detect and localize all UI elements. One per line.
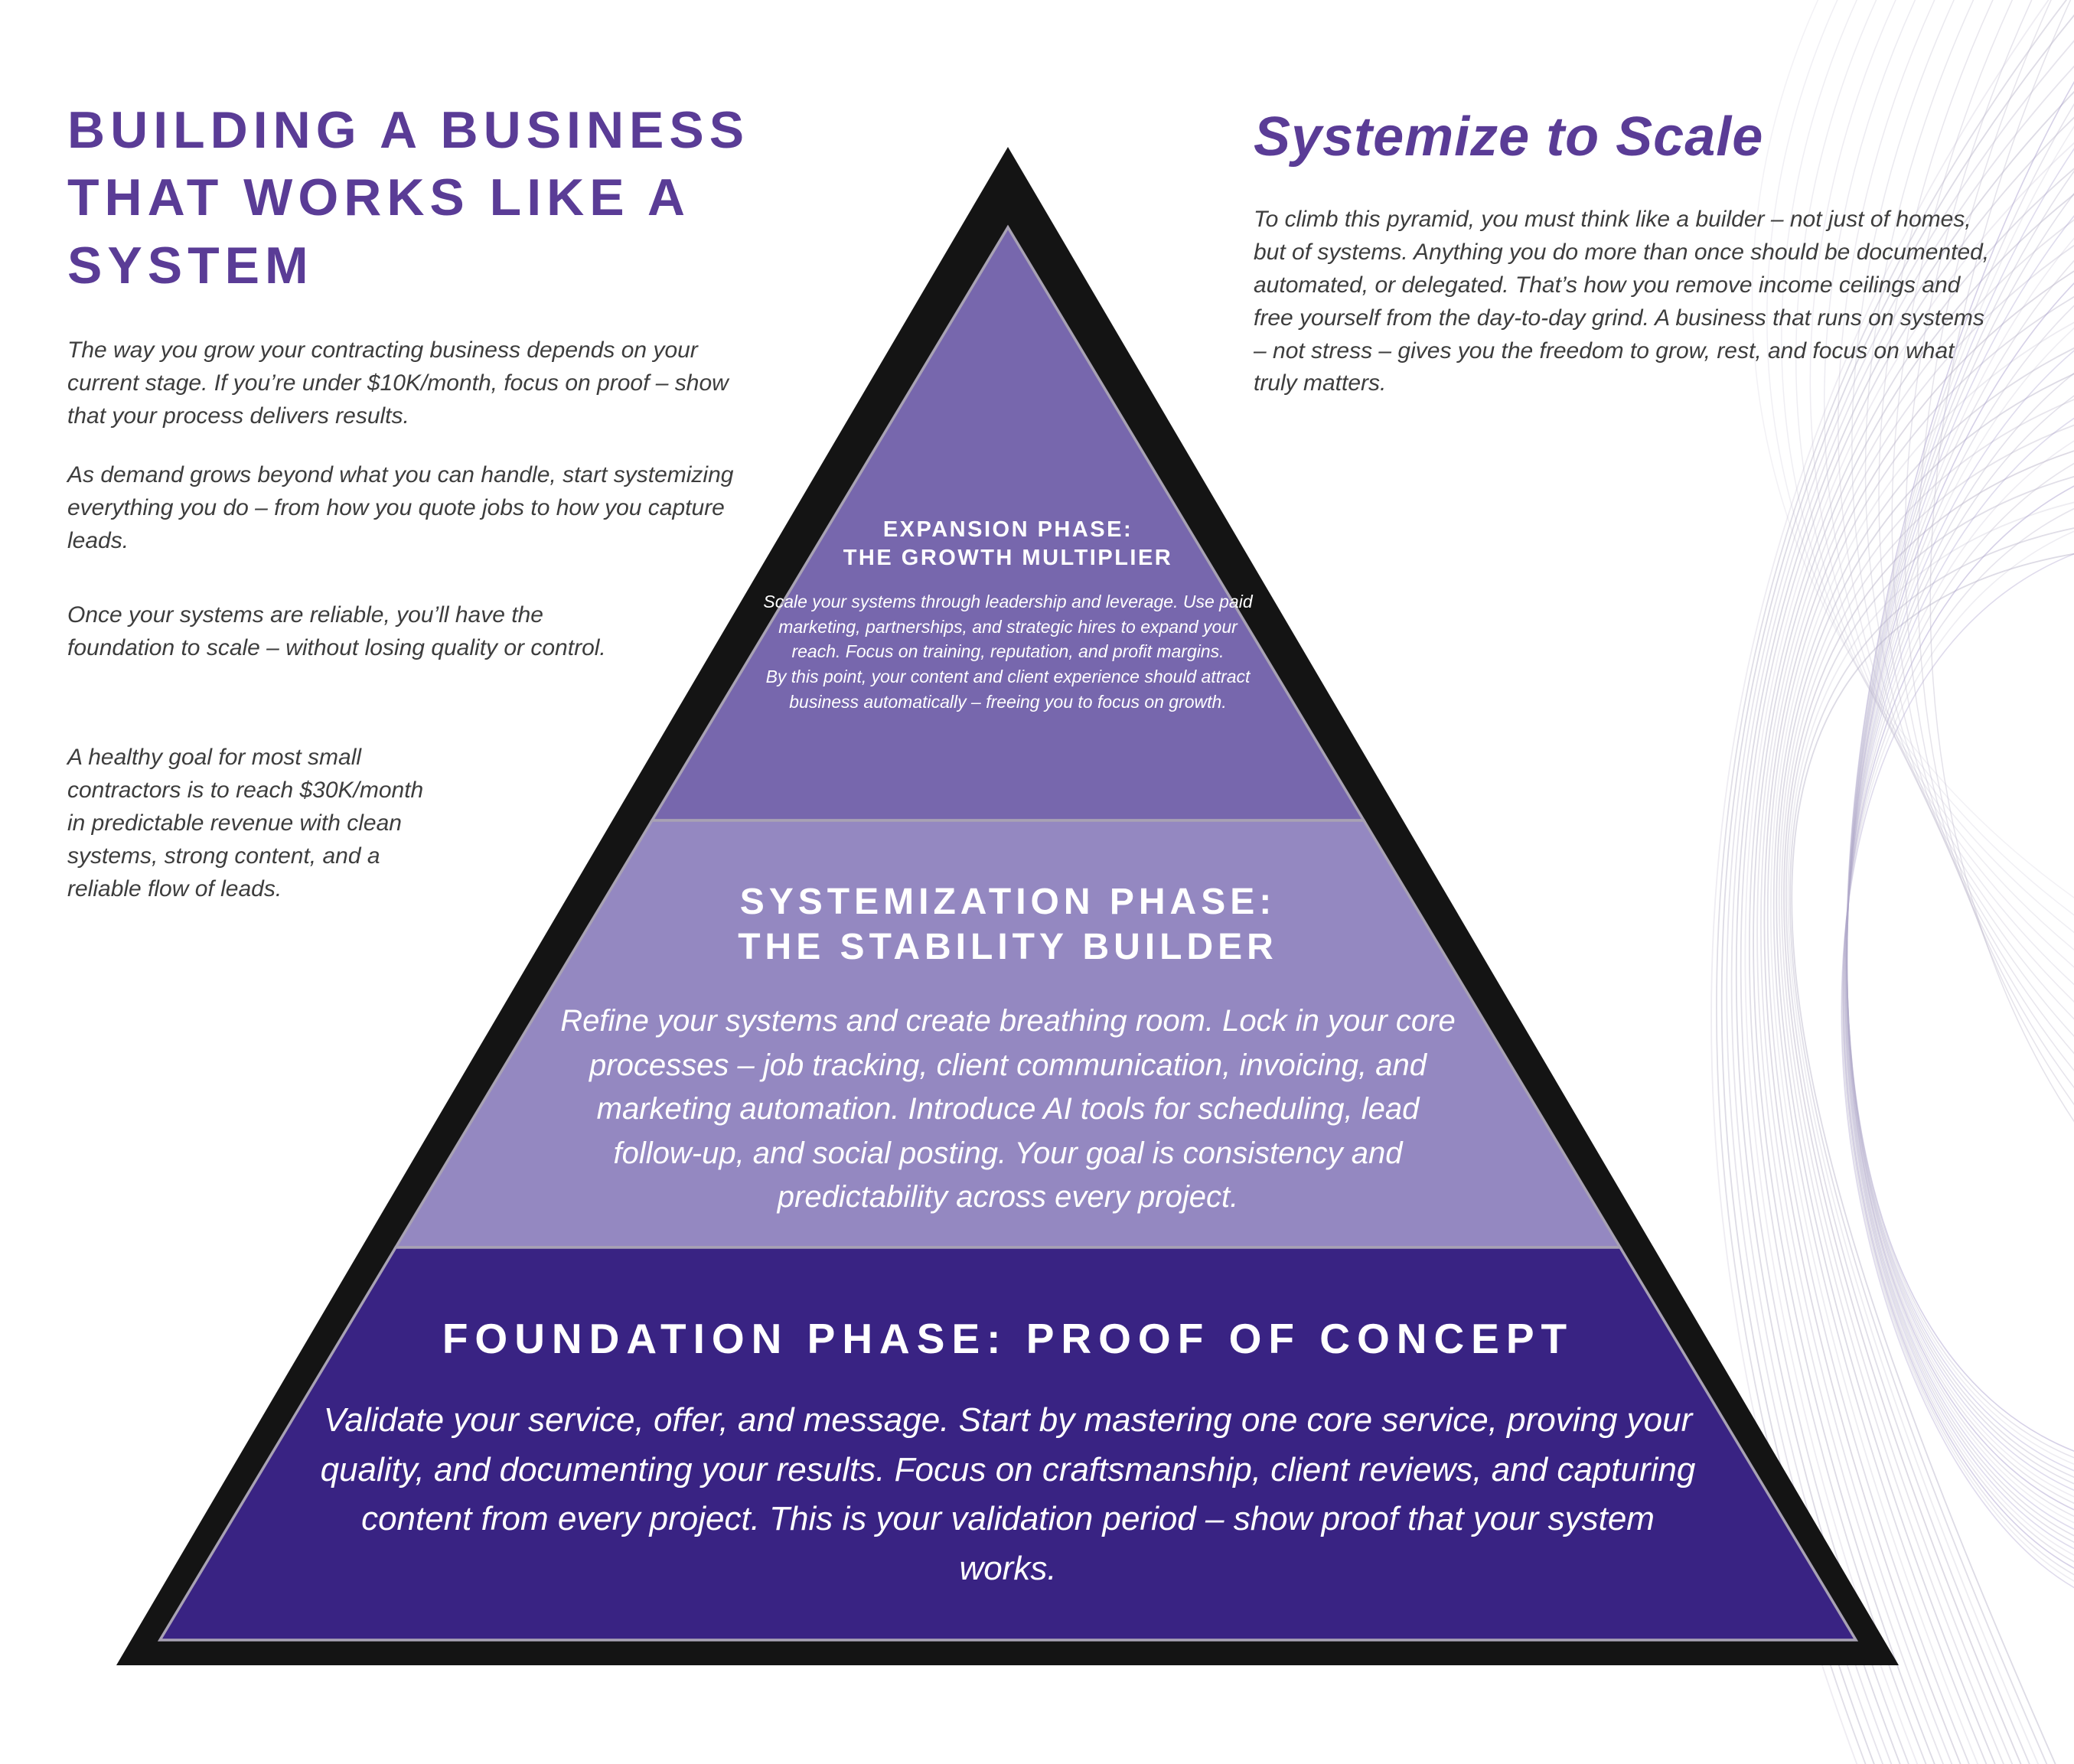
decorative-curve bbox=[1766, 295, 2074, 1764]
decorative-curve bbox=[1845, 305, 2074, 1517]
decorative-curve bbox=[1781, 424, 2074, 1764]
decorative-curve bbox=[1845, 328, 2074, 1524]
expansion-phase-heading-line1: EXPANSION PHASE: bbox=[882, 517, 1133, 542]
decorative-curve bbox=[1846, 148, 2074, 1472]
decorative-curve bbox=[1846, 193, 2074, 1485]
side-paragraph: To climb this pyramid, you must think li… bbox=[1254, 207, 1990, 396]
decorative-curve bbox=[1846, 126, 2074, 1465]
decorative-curve bbox=[1846, 282, 2074, 1511]
decorative-curve bbox=[1785, 476, 2074, 1764]
decorative-curve bbox=[1763, 270, 2074, 1764]
decorative-curve bbox=[1878, 0, 2074, 1055]
side-title-systemize-to-scale: Systemize to Scale bbox=[1254, 106, 1764, 168]
page-title: BUILDING A BUSINESS THAT WORKS LIKE A SY… bbox=[67, 101, 750, 295]
decorative-curve bbox=[1730, 65, 2074, 1764]
decorative-curve bbox=[1917, 0, 2074, 1106]
expansion-phase-body-part1: Scale your systems through leadership an… bbox=[763, 592, 1253, 662]
decorative-curve bbox=[1929, 0, 2074, 1123]
decorative-curve bbox=[1772, 347, 2074, 1764]
decorative-curve bbox=[1846, 215, 2074, 1491]
decorative-curve bbox=[1844, 395, 2074, 1543]
decorative-curve bbox=[1845, 350, 2074, 1530]
pyramid-tier-foundation bbox=[157, 1246, 1859, 1642]
decorative-curve bbox=[1846, 81, 2074, 1452]
systemization-phase-heading: SYSTEMIZATION PHASE: THE STABILITY BUILD… bbox=[587, 880, 1429, 970]
decorative-curve bbox=[1824, 0, 2074, 986]
decorative-curve bbox=[1809, 0, 2074, 968]
decorative-curve bbox=[1769, 321, 2074, 1764]
decorative-curve bbox=[1842, 485, 2074, 1569]
decorative-curve bbox=[1726, 40, 2074, 1764]
foundation-phase-heading: FOUNDATION PHASE: PROOF OF CONCEPT bbox=[442, 1315, 1574, 1362]
intro-paragraph-1: The way you grow your contracting busine… bbox=[67, 337, 729, 429]
decorative-curve bbox=[1778, 399, 2074, 1764]
decorative-curve bbox=[1740, 116, 2074, 1764]
decorative-curve bbox=[1791, 553, 2074, 1764]
decorative-curve bbox=[1851, 0, 2074, 1020]
decorative-curve bbox=[1781, 0, 2074, 934]
intro-paragraph-3: Once your systems are reliable, you’ll h… bbox=[67, 602, 606, 660]
decorative-curve bbox=[1710, 0, 2050, 1764]
intro-paragraph-4: A healthy goal for most small contractor… bbox=[67, 745, 424, 902]
decorative-curve bbox=[1842, 508, 2074, 1576]
decorative-curve bbox=[1744, 142, 2074, 1764]
decorative-curve bbox=[1720, 14, 2074, 1764]
decorative-curve bbox=[1756, 219, 2074, 1764]
decorative-curve bbox=[1716, 0, 2068, 1764]
foundation-phase-body: Validate your service, offer, and messag… bbox=[320, 1401, 1696, 1588]
expansion-phase-heading-line2: THE GROWTH MULTIPLIER bbox=[843, 546, 1173, 571]
decorative-curve bbox=[1846, 237, 2074, 1498]
decorative-curve bbox=[1846, 259, 2074, 1504]
decorative-curve bbox=[1776, 373, 2074, 1764]
decorative-curve bbox=[1844, 417, 2074, 1550]
systemization-phase-heading-line2: THE STABILITY BUILDER bbox=[738, 926, 1278, 967]
decorative-curve bbox=[1841, 553, 2074, 1589]
decorative-curve bbox=[1759, 244, 2074, 1764]
decorative-curve bbox=[1844, 440, 2074, 1556]
decorative-curve bbox=[1789, 527, 2074, 1764]
decorative-curve bbox=[1766, 0, 2074, 916]
decorative-curve bbox=[1841, 530, 2074, 1582]
decorative-curve bbox=[1787, 501, 2074, 1764]
systemization-phase-heading-line1: SYSTEMIZATION PHASE: bbox=[739, 882, 1277, 922]
decorative-curve bbox=[1783, 450, 2074, 1764]
decorative-curve bbox=[1753, 193, 2074, 1764]
decorative-curve bbox=[1735, 91, 2074, 1764]
decorative-curve bbox=[1846, 170, 2074, 1478]
systemization-phase-body: Refine your systems and create breathing… bbox=[560, 1004, 1456, 1215]
decorative-curve bbox=[1844, 373, 2074, 1537]
decorative-curve bbox=[1838, 0, 2074, 1003]
decorative-curve bbox=[1904, 0, 2074, 1089]
expansion-phase-body-part2: By this point, your content and client e… bbox=[765, 666, 1251, 712]
decorative-curve bbox=[1751, 0, 2074, 898]
decorative-curve bbox=[1795, 0, 2074, 950]
expansion-phase-body: Scale your systems through leadership an… bbox=[755, 589, 1260, 714]
decorative-curve bbox=[1843, 463, 2074, 1563]
decorative-curve bbox=[1846, 103, 2074, 1459]
decorative-curve bbox=[1864, 0, 2074, 1037]
intro-paragraph-2: As demand grows beyond what you can hand… bbox=[67, 462, 734, 553]
decorative-curve bbox=[1891, 0, 2074, 1071]
expansion-phase-heading: EXPANSION PHASE: THE GROWTH MULTIPLIER bbox=[702, 516, 1314, 572]
decorative-curve bbox=[1748, 168, 2074, 1764]
